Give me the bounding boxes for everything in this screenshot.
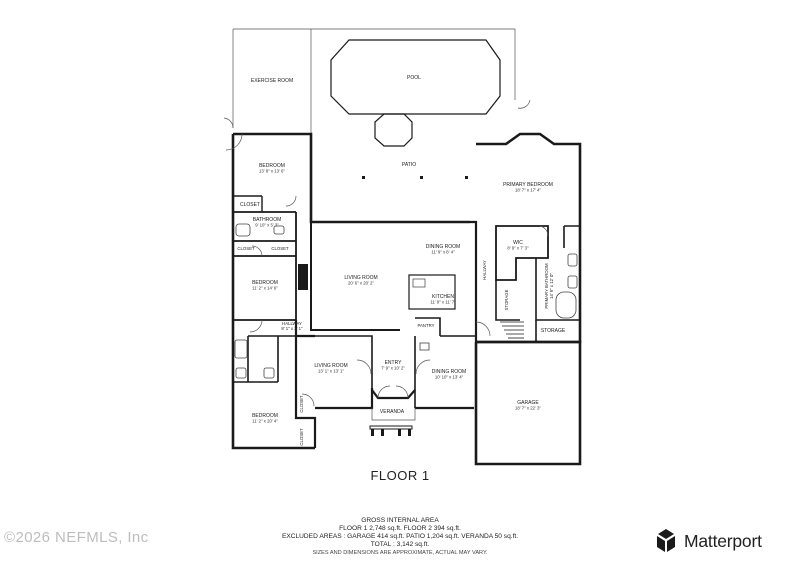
room-name-wic: WIC [513,240,523,246]
room-dim-garage: 18' 7" x 22' 3" [515,406,541,411]
primary-bath-dim: 14' 9" x 12' 0" [549,273,554,299]
room-dim-bedroom-top: 13' 8" x 13' 6" [259,169,285,174]
room-name-living-small: LIVING ROOM [314,363,347,369]
closet-v2-label: CLOSET [299,428,304,446]
pantry-label: PANTRY [417,323,434,328]
room-name-bedroom-top: BEDROOM [259,163,285,169]
closet-a-label: CLOSET [237,246,255,251]
room-dim-wic: 8' 9" x 7' 3" [507,246,529,251]
closet-b-label: CLOSET [271,246,289,251]
room-dim-dining-upper: 11' 9" x 8' 4" [431,250,455,255]
floor-title: FLOOR 1 [370,468,430,483]
area-summary: GROSS INTERNAL AREA FLOOR 1 2,748 sq.ft.… [0,517,800,557]
pool [330,39,501,147]
room-name-garage: GARAGE [517,400,539,406]
room-name-exercise: EXERCISE ROOM [251,78,293,84]
room-name-bedroom-mid: BEDROOM [252,280,278,286]
room-name-living-main: LIVING ROOM [344,275,377,281]
room-dim-bedroom-bottom: 11' 2" x 20' 4" [252,419,278,424]
room-dim-entry: 7' 9" x 10' 2" [381,366,405,371]
summary-line3: TOTAL : 3,142 sq.ft. [370,541,430,549]
small-labels: CLOSET CLOSET CLOSET PANTRY STORAGE HALL… [237,202,565,446]
hallway-vertical-label: HALLWAY [482,260,487,280]
room-dim-dining-lower: 10' 10" x 13' 4" [435,375,464,380]
outdoor-boundary [223,28,531,218]
room-dim-living-main: 20' 6" x 20' 2" [348,281,374,286]
room-name-primary-bed: PRIMARY BEDROOM [503,182,553,188]
room-dim-bath-top: 9' 10" x 5' 3" [255,223,279,228]
summary-note: SIZES AND DIMENSIONS ARE APPROXIMATE, AC… [312,550,488,557]
storage-right-label: STORAGE [541,328,566,334]
room-name-bath-top: BATHROOM [253,217,282,223]
room-name-patio: PATIO [402,162,416,168]
room-dim-bedroom-mid: 11' 2" x 14' 6" [252,286,278,291]
hallway-center-dim: 8' 1" x 3' 1" [281,326,303,331]
room-name-bedroom-bottom: BEDROOM [252,413,278,419]
room-name-pool: POOL [407,75,421,81]
room-dim-primary-bed: 18' 7" x 17' 4" [515,188,541,193]
exterior-walls [231,132,582,466]
veranda-label: VERANDA [380,409,405,415]
door-swings [225,133,549,407]
brand: Matterport [653,528,762,554]
storage-mid-label: STORAGE [504,289,509,310]
room-name-entry: ENTRY [385,360,403,366]
room-dim-kitchen: 11' 9" x 11' 7" [430,300,456,305]
room-dim-living-small: 13' 1" x 13' 1" [318,369,344,374]
summary-line1: FLOOR 1 2,748 sq.ft. FLOOR 2 394 sq.ft. [339,525,461,533]
matterport-logo-icon [657,529,675,552]
copyright-watermark: ©2026 NEFMLS, Inc [4,529,149,546]
brand-name: Matterport [684,530,762,551]
closet-top-label: CLOSET [240,202,260,208]
closet-v1-label: CLOSET [299,395,304,413]
summary-heading: GROSS INTERNAL AREA [361,517,439,524]
patio-columns [362,176,468,179]
fixtures [234,223,578,379]
primary-bath-label: PRIMARY BATHROOM [544,263,549,309]
room-name-dining-lower: DINING ROOM [432,369,466,375]
room-name-dining-upper: DINING ROOM [426,244,460,250]
hallway-center-label: HALLWAY [282,321,302,326]
summary-line2: EXCLUDED AREAS : GARAGE 414 sq.ft. PATIO… [281,533,519,541]
room-name-kitchen: KITCHEN [432,294,454,300]
